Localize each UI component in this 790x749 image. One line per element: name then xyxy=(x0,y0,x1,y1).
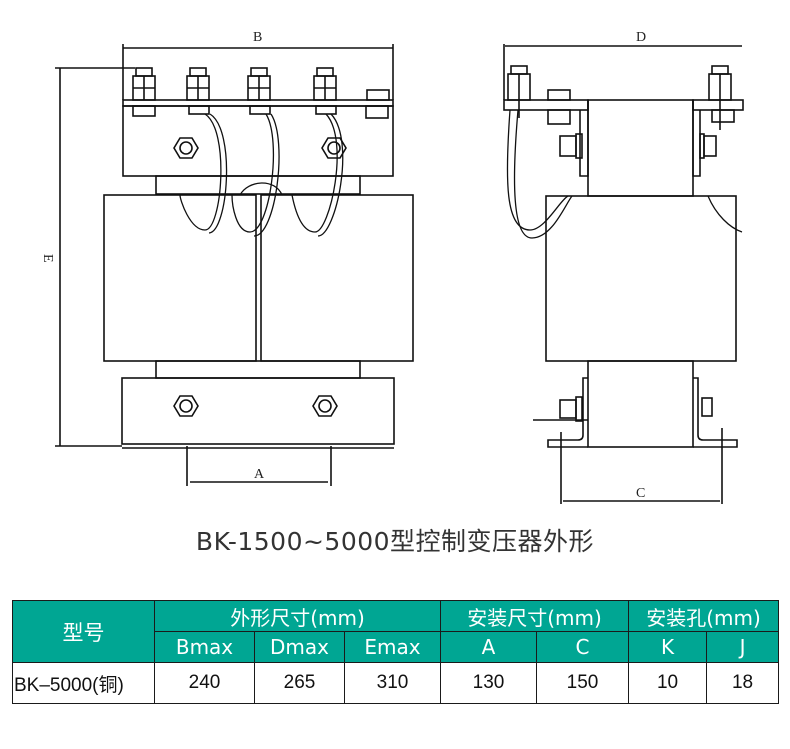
cell-emax: 310 xyxy=(343,662,442,704)
dim-label-b: B xyxy=(253,30,262,45)
dim-label-d: D xyxy=(636,30,646,45)
right-coil xyxy=(260,194,414,362)
header-dmax: Dmax xyxy=(254,631,345,663)
dim-label-c: C xyxy=(636,486,645,501)
top-clamp xyxy=(122,105,394,177)
cell-j: 18 xyxy=(706,662,780,704)
header-a: A xyxy=(440,631,538,663)
cell-bmax: 240 xyxy=(154,662,255,704)
side-core-top xyxy=(587,99,694,197)
left-coil xyxy=(103,194,257,362)
terminal-bolts xyxy=(132,67,390,119)
coil-leads xyxy=(179,113,344,237)
header-group-mounting: 安装尺寸(mm) xyxy=(440,600,630,632)
top-yoke xyxy=(155,175,361,195)
cell-a: 130 xyxy=(440,662,538,704)
header-row-groups: 型号 外形尺寸(mm) 安装尺寸(mm) 安装孔(mm) xyxy=(12,600,780,663)
clamp-nuts xyxy=(173,137,347,417)
side-coil xyxy=(545,195,737,362)
header-model: 型号 xyxy=(12,600,155,663)
bottom-clamp xyxy=(121,377,395,445)
table-row: BK–5000(铜) 240 265 310 130 150 10 18 xyxy=(12,662,780,704)
left-top-bracket xyxy=(503,99,589,111)
cell-model: BK–5000(铜) xyxy=(12,662,155,704)
cell-k: 10 xyxy=(628,662,708,704)
side-view xyxy=(503,44,744,504)
header-j: J xyxy=(706,631,780,663)
front-view xyxy=(55,44,414,486)
cell-c: 150 xyxy=(536,662,630,704)
header-row-columns: Bmax Dmax Emax A C K J xyxy=(13,631,780,663)
header-k: K xyxy=(628,631,708,663)
header-bmax: Bmax xyxy=(154,631,255,663)
cell-dmax: 265 xyxy=(254,662,345,704)
dim-label-a: A xyxy=(254,467,265,482)
dim-label-e: E xyxy=(40,254,55,263)
top-terminal-plate xyxy=(122,99,394,107)
header-c: C xyxy=(536,631,630,663)
header-group-holes: 安装孔(mm) xyxy=(628,600,780,632)
side-core-bottom xyxy=(587,360,694,448)
spec-table: 型号 外形尺寸(mm) 安装尺寸(mm) 安装孔(mm) Bmax Dmax E… xyxy=(12,600,780,704)
bottom-yoke xyxy=(155,360,361,379)
header-emax: Emax xyxy=(343,631,442,663)
transformer-outline-drawing: B E A D C xyxy=(40,30,744,504)
right-top-bracket xyxy=(692,99,744,111)
figure-caption: BK-1500~5000型控制变压器外形 xyxy=(195,527,595,556)
header-group-outline: 外形尺寸(mm) xyxy=(153,600,442,632)
